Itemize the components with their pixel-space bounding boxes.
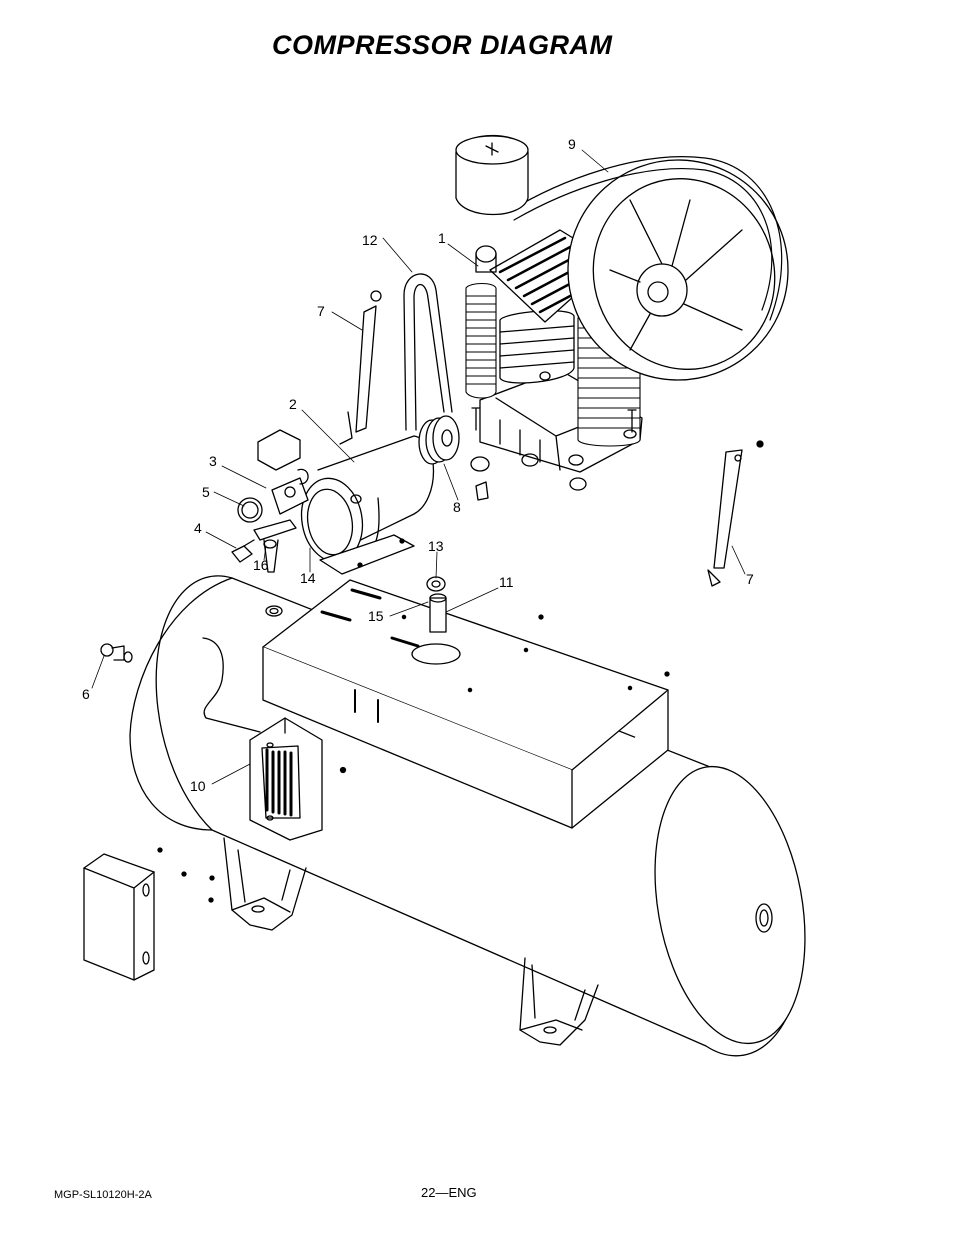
safety-valve	[231, 539, 255, 563]
callout-5: 4	[194, 520, 202, 536]
page-number: 22—ENG	[421, 1185, 477, 1200]
document-code: MGP-SL10120H-2A	[54, 1189, 152, 1201]
callout-12: 12	[362, 232, 378, 248]
callout-8: 8	[453, 499, 461, 515]
callout-leaders	[91, 149, 746, 785]
page-title: COMPRESSOR DIAGRAM	[272, 30, 613, 60]
callout-7-left: 7	[317, 303, 325, 319]
callout-13: 13	[428, 538, 444, 554]
drain-valve	[100, 643, 133, 663]
callout-11: 11	[499, 574, 514, 590]
mount-bracket-left	[339, 290, 382, 445]
pump-fitting	[470, 456, 490, 472]
callout-10: 10	[190, 778, 206, 794]
callout-2: 2	[289, 396, 297, 412]
motor-platform	[262, 579, 669, 829]
tank-foot-rear	[519, 957, 599, 1046]
check-valve	[263, 539, 279, 573]
air-filter	[455, 134, 529, 216]
magnetic-starter	[249, 717, 323, 841]
gauge-tube	[202, 637, 261, 733]
pressure-switch	[257, 429, 309, 515]
callout-15: 15	[368, 608, 384, 624]
flywheel	[567, 159, 789, 381]
pressure-gauge	[237, 497, 263, 523]
drive-belt	[507, 156, 783, 321]
tank-fitting	[429, 593, 447, 633]
callout-14: 14	[300, 570, 316, 586]
mount-bracket-right	[707, 440, 764, 587]
electric-motor	[300, 435, 434, 575]
callout-7-right: 7	[746, 571, 754, 587]
callout-labels: 1 2 3 5 4 6 7 7 8 9 10 11 12 13 14 15 16	[82, 136, 754, 794]
discharge-tube	[403, 273, 453, 431]
callout-6: 6	[82, 686, 90, 702]
callout-1: 1	[438, 230, 446, 246]
callout-3: 3	[209, 453, 217, 469]
fitting-nut	[426, 576, 446, 592]
tank-foot-front	[223, 837, 307, 931]
callout-16: 16	[253, 557, 269, 573]
loose-fasteners	[157, 614, 670, 903]
callout-9: 9	[568, 136, 576, 152]
elbow-fitting	[475, 481, 489, 501]
callout-4: 5	[202, 484, 210, 500]
belt-guard-block	[83, 853, 155, 981]
unloader-tube	[253, 519, 297, 541]
motor-pulley	[418, 415, 460, 465]
